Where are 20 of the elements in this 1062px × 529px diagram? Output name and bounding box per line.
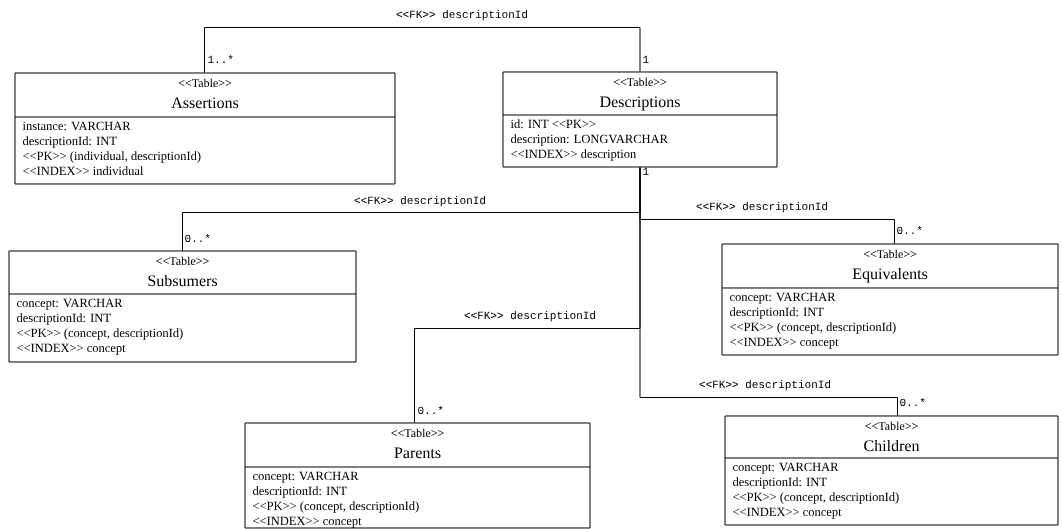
table-box: <<Table>> Equivalents concept: VARCHAR descriptionId: INT <<PK>> (concept, descriptionId) <<INDEX>> concept — [721, 243, 1059, 356]
multiplicity: 0..* — [900, 398, 925, 407]
multiplicity: 1 — [643, 167, 649, 175]
edge-label: <<FK>> descriptionId — [695, 201, 829, 214]
multiplicity: 1 — [643, 55, 649, 63]
edge-label: <<FK>> descriptionId — [698, 379, 832, 392]
multiplicity: 0..* — [418, 406, 443, 415]
table-box: <<Table>> Subsumers concept: VARCHAR descriptionId: INT <<PK>> (concept, descriptionId) <<INDEX>> concept — [8, 250, 357, 363]
table-box: <<Table>> Descriptions id: INT <<PK>> description: LONGVARCHAR <<INDEX>> description — [502, 71, 778, 168]
edge-label: <<FK>> descriptionId — [463, 310, 597, 323]
connector — [204, 27, 641, 73]
edge-label: <<FK>> descriptionId — [395, 9, 529, 22]
table-box: <<Table>> Parents concept: VARCHAR descriptionId: INT <<PK>> (concept, descriptionId) <<INDEX>> concept — [244, 422, 591, 529]
edge-label: <<FK>> descriptionId — [353, 195, 487, 208]
multiplicity: 0..* — [897, 226, 922, 235]
multiplicity: 0..* — [185, 234, 210, 243]
multiplicity: 1..* — [208, 55, 233, 63]
table-box: <<Table>> Assertions instance: VARCHAR descriptionId: INT <<PK>> (individual, descriptionId) <<INDEX>> individual — [14, 72, 396, 185]
table-box: <<Table>> Children concept: VARCHAR descriptionId: INT <<PK>> (concept, descriptionId) <<INDEX>> concept — [724, 415, 1059, 526]
connector — [639, 167, 898, 416]
